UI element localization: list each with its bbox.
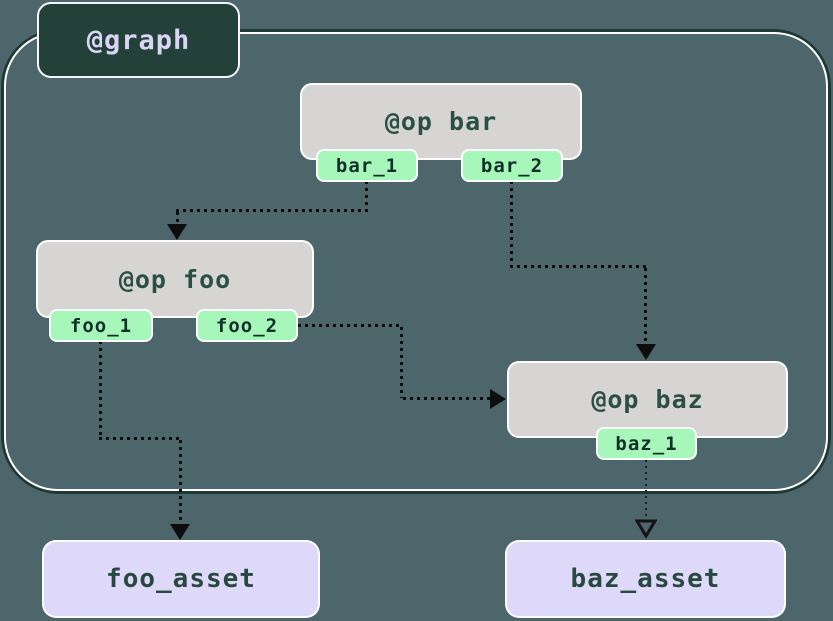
graph-boundary [1,29,831,494]
edge-segment [176,212,179,224]
asset-label: foo_asset [106,564,256,594]
output-tag-baz-1: baz_1 [596,427,697,460]
edge-segment [298,324,402,327]
op-bar-title: @op bar [384,107,498,136]
output-tag-label: foo_1 [69,314,133,337]
arrowhead-open-down-icon [635,519,657,539]
output-tag-foo-2: foo_2 [196,309,298,342]
op-foo-title: @op foo [118,264,232,294]
output-tag-bar-2: bar_2 [461,149,563,182]
output-tag-label: bar_2 [480,154,544,177]
edge-segment [99,437,181,440]
output-tag-foo-1: foo_1 [49,309,153,342]
edge-segment [510,265,647,268]
arrowhead-down-icon [636,344,656,360]
output-tag-label: foo_2 [215,314,279,337]
edge-segment [510,181,513,268]
op-baz-title: @op baz [591,385,704,414]
op-node-foo: @op foo [36,240,314,318]
edge-segment [644,268,647,346]
edge-segment [645,460,647,522]
arrowhead-down-icon [167,224,187,240]
graph-boundary-inner-stroke [4,32,828,491]
output-tag-label: bar_1 [335,154,399,177]
asset-node-baz-asset: baz_asset [505,540,786,618]
edge-segment [365,181,368,211]
op-node-baz: @op baz [507,361,788,438]
arrowhead-down-icon [170,524,190,540]
arrowhead-right-icon [490,389,506,409]
asset-label: baz_asset [570,564,721,594]
edge-segment [403,397,491,400]
op-node-bar: @op bar [300,83,582,160]
edge-segment [99,341,102,438]
asset-node-foo-asset: foo_asset [42,540,320,618]
graph-badge: @graph [37,2,240,78]
output-tag-label: baz_1 [615,432,678,455]
edge-segment [176,209,368,212]
edge-segment [179,440,182,524]
edge-segment [400,327,403,398]
output-tag-bar-1: bar_1 [316,149,418,182]
graph-badge-label: @graph [86,24,191,56]
